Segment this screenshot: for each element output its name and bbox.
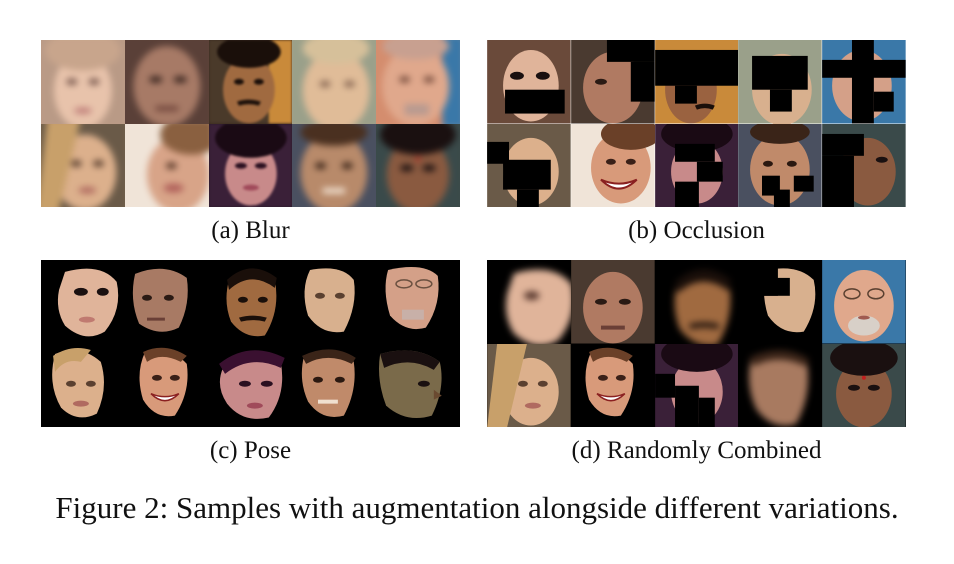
face-image-pose-6	[41, 343, 125, 427]
face-image-blur-8	[208, 123, 293, 207]
face-image-occlusion-5	[822, 40, 906, 124]
face-image-occlusion-1	[487, 40, 571, 124]
face-image-pose-5	[376, 260, 460, 344]
face-image-combined-3	[654, 260, 739, 344]
face-image-pose-4	[292, 260, 377, 344]
face-image-combined-1	[487, 260, 571, 344]
face-image-blur-3	[208, 40, 293, 124]
face-image-combined-6	[487, 343, 571, 427]
face-image-combined-2	[570, 260, 655, 344]
face-image-pose-1	[41, 260, 125, 344]
face-image-blur-10	[376, 123, 460, 207]
panel-occlusion	[487, 40, 906, 207]
face-image-blur-6	[41, 123, 125, 207]
panel-pose	[41, 260, 460, 427]
face-image-combined-5	[822, 260, 906, 344]
panel-caption-occlusion: (b) Occlusion	[628, 217, 765, 244]
face-image-occlusion-7	[570, 123, 655, 207]
panel-randomly-combined	[487, 260, 906, 427]
face-image-combined-8	[654, 343, 739, 427]
face-image-blur-5	[376, 40, 460, 124]
face-image-blur-1	[41, 40, 125, 124]
face-image-pose-8	[208, 343, 293, 427]
face-image-occlusion-4	[738, 40, 823, 124]
face-image-blur-7	[124, 123, 209, 207]
panel-caption-blur: (a) Blur	[211, 217, 290, 244]
face-image-combined-10	[822, 343, 906, 427]
face-image-blur-9	[292, 123, 377, 207]
panel-caption-randomly-combined: (d) Randomly Combined	[571, 437, 822, 464]
face-image-pose-3	[208, 260, 293, 344]
face-image-pose-2	[124, 260, 209, 344]
face-image-combined-4	[738, 260, 823, 344]
panel-caption-pose: (c) Pose	[209, 437, 292, 464]
face-image-occlusion-6	[487, 123, 571, 207]
face-image-occlusion-9	[738, 123, 823, 207]
face-image-pose-10	[376, 343, 460, 427]
face-image-pose-9	[292, 343, 377, 427]
face-image-occlusion-3	[654, 40, 739, 124]
face-image-combined-9	[738, 343, 823, 427]
face-image-occlusion-10	[822, 123, 906, 207]
face-image-pose-7	[124, 343, 209, 427]
figure-caption: Figure 2: Samples with augmentation alon…	[55, 490, 899, 525]
face-image-combined-7	[570, 343, 655, 427]
face-image-occlusion-2	[570, 40, 655, 124]
face-image-occlusion-8	[654, 123, 739, 207]
panel-blur	[41, 40, 460, 207]
face-image-blur-2	[124, 40, 209, 124]
face-image-blur-4	[292, 40, 377, 124]
